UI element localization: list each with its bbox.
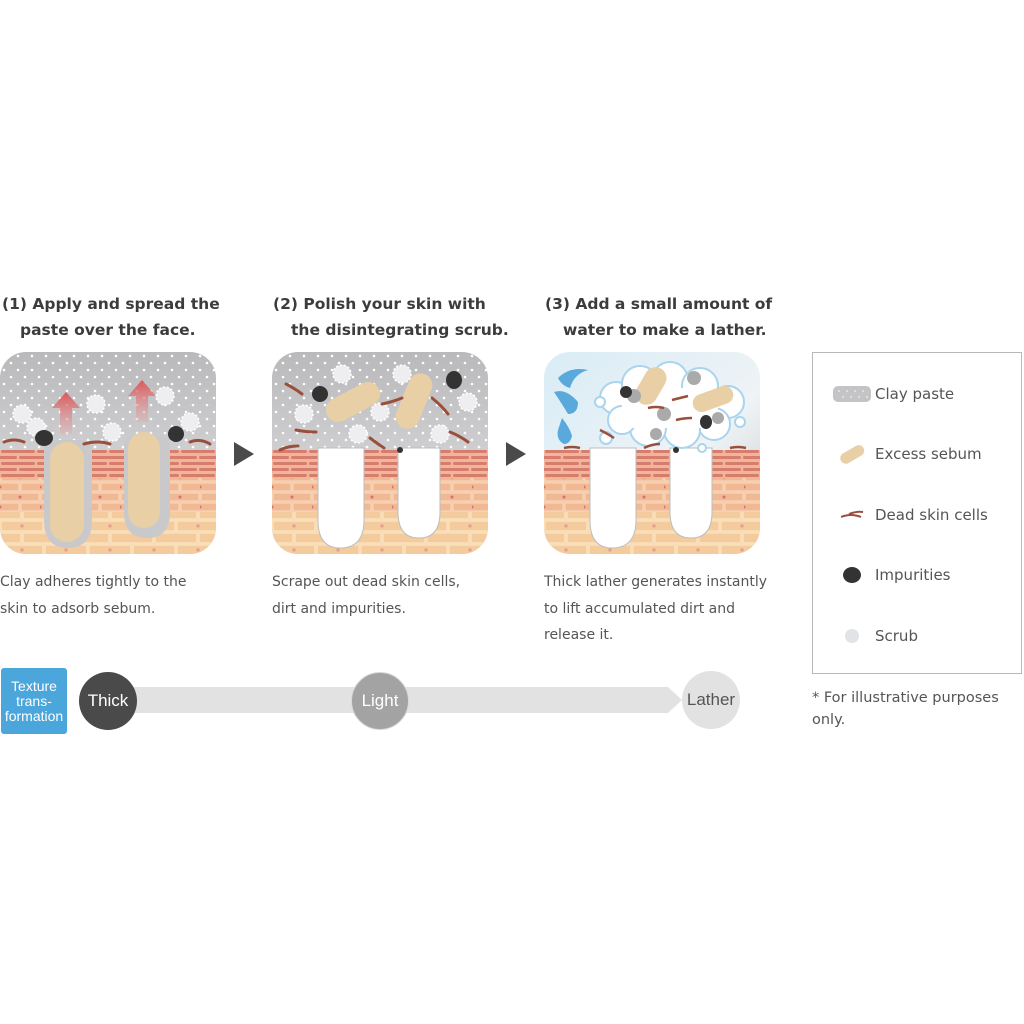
impurity-swatch-icon (829, 560, 875, 590)
badge-line: Texture (11, 677, 57, 694)
illustrative-note: * For illustrative purposes only. (812, 690, 999, 728)
step-3-desc-line: to lift accumulated dirt and (544, 600, 735, 617)
step-1-description: Clay adheres tightly to the skin to adso… (0, 569, 186, 622)
step-2-illustration (272, 352, 488, 554)
step-2-description: Scrape out dead skin cells, dirt and imp… (272, 569, 460, 622)
step-2-title-line1: (2) Polish your skin with (273, 295, 486, 313)
impurity-blob (168, 426, 184, 442)
step-3-title: (3) Add a small amount of water to make … (545, 291, 772, 343)
legend-item-clay-paste: Clay paste (829, 379, 954, 409)
clay-paste-swatch-icon (829, 379, 875, 409)
legend-label: Scrub (875, 627, 918, 645)
legend-label: Excess sebum (875, 445, 982, 463)
step-3-desc-line: release it. (544, 627, 614, 643)
texture-stage-thick: Thick (79, 672, 137, 730)
legend-item-scrub: Scrub (829, 621, 918, 651)
step-3-desc-line: Thick lather generates instantly (544, 574, 768, 590)
water-drop-icon (554, 391, 578, 414)
water-drop-icon (558, 369, 588, 388)
sebum-blob (395, 373, 433, 429)
texture-stage-light: Light (351, 672, 409, 730)
step-1-desc-line: Clay adheres tightly to the (0, 574, 187, 590)
legend-label: Impurities (875, 566, 951, 584)
scrub-swatch-icon (829, 621, 875, 651)
water-drop-icon (557, 418, 572, 444)
badge-line: formation (4, 707, 64, 724)
sebum-blob (128, 432, 160, 528)
legend-label: Clay paste (875, 385, 955, 403)
legend-item-impurities: Impurities (829, 560, 951, 590)
next-step-arrow-icon (506, 442, 526, 466)
step-2-title-line2: the disintegrating scrub. (291, 321, 509, 339)
sebum-swatch-icon (829, 439, 875, 469)
step-3-title-line1: (3) Add a small amount of (545, 295, 773, 313)
step-1-illustration (0, 352, 216, 554)
legend: Clay paste Excess sebum Dead skin cells … (812, 352, 1022, 674)
up-arrow-icon (52, 392, 80, 434)
impurity-blob (312, 386, 328, 402)
impurity-blob (35, 430, 53, 446)
step-2-desc-line: Scrape out dead skin cells, (272, 574, 461, 590)
next-step-arrow-icon (234, 442, 254, 466)
step-1-desc-line: skin to adsorb sebum. (0, 600, 156, 617)
sebum-blob (50, 442, 84, 542)
legend-item-excess-sebum: Excess sebum (829, 439, 982, 469)
texture-stage-lather: Lather (682, 671, 740, 729)
step-3-description: Thick lather generates instantly to lift… (544, 569, 767, 649)
step-1-title-line2: paste over the face. (20, 321, 196, 339)
texture-transformation-badge: Texture trans- formation (1, 668, 67, 734)
step-1-title: (1) Apply and spread the paste over the … (2, 291, 220, 343)
step-2-desc-line: dirt and impurities. (272, 600, 406, 617)
texture-progress-arrow-tip (668, 687, 682, 713)
step-3-title-line2: water to make a lather. (563, 321, 767, 339)
badge-line: trans- (16, 692, 52, 709)
impurity-blob (446, 371, 462, 389)
legend-label: Dead skin cells (875, 506, 988, 524)
legend-item-dead-skin-cells: Dead skin cells (829, 500, 988, 530)
step-1-title-line1: (1) Apply and spread the (2, 295, 220, 313)
step-2-title: (2) Polish your skin with the disintegra… (273, 291, 509, 343)
step-3-illustration (544, 352, 760, 554)
up-arrow-icon (128, 380, 156, 422)
sebum-blob (325, 382, 381, 422)
dead-skin-swatch-icon (829, 500, 875, 530)
